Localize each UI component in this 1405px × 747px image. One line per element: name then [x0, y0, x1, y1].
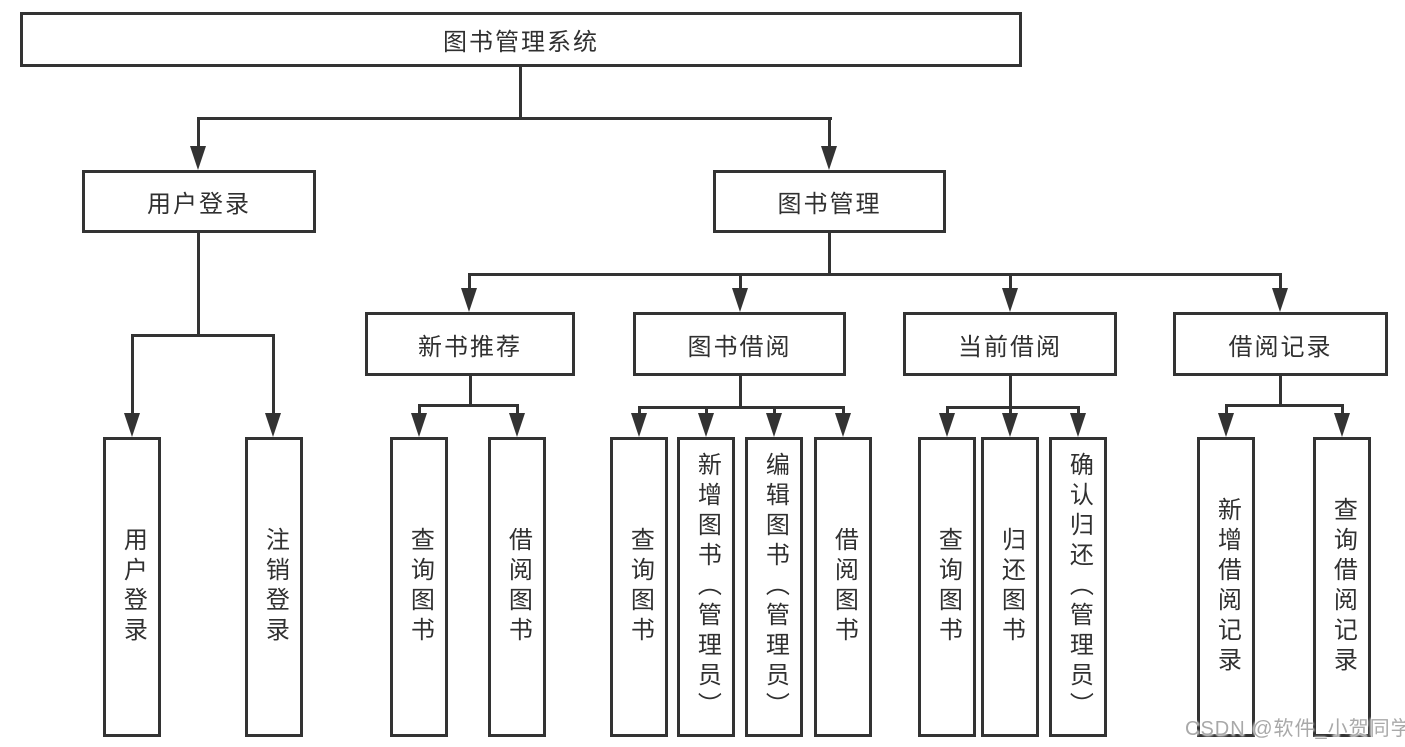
connector-line [468, 273, 471, 291]
connector-line [1009, 406, 1012, 416]
arrow-down-icon [1218, 413, 1234, 437]
arrow-down-icon [411, 413, 427, 437]
leaf-label: 新增图书（管理员） [693, 452, 721, 722]
leaf-label: 用户登录 [119, 527, 147, 647]
leaf-logout: 注销登录 [245, 437, 303, 737]
arrow-down-icon [698, 413, 714, 437]
leaf-confirm-return-admin: 确认归还（管理员） [1049, 437, 1107, 737]
node-root-label: 图书管理系统 [443, 29, 599, 56]
connector-line [469, 375, 472, 407]
arrow-down-icon [821, 146, 837, 170]
arrow-down-icon [1002, 413, 1018, 437]
leaf-label: 查询借阅记录 [1329, 497, 1357, 677]
leaf-label: 注销登录 [261, 527, 289, 647]
leaf-label: 新增借阅记录 [1213, 497, 1241, 677]
arrow-down-icon [509, 413, 525, 437]
leaf-return-books: 归还图书 [981, 437, 1039, 737]
node-book-borrowing-label: 图书借阅 [687, 333, 792, 361]
node-borrowing-records: 借阅记录 [1173, 312, 1388, 376]
node-current-borrowing-label: 当前借阅 [958, 333, 1062, 361]
connector-line [739, 273, 742, 291]
connector-line [131, 334, 134, 416]
connector-line [1225, 404, 1344, 407]
node-book-borrowing: 图书借阅 [633, 312, 846, 376]
leaf-query-borrow-record: 查询借阅记录 [1313, 437, 1371, 737]
arrow-down-icon [631, 413, 647, 437]
leaf-add-books-admin: 新增图书（管理员） [677, 437, 735, 737]
connector-line [1077, 406, 1080, 416]
connector-line [519, 66, 522, 120]
connector-line [1279, 375, 1282, 407]
leaf-user-login: 用户登录 [103, 437, 161, 737]
leaf-query-books-1: 查询图书 [390, 437, 448, 737]
leaf-label: 查询图书 [406, 527, 434, 647]
arrow-down-icon [124, 413, 140, 437]
connector-line [131, 334, 274, 337]
connector-line [946, 406, 1080, 409]
node-current-borrowing: 当前借阅 [903, 312, 1117, 376]
node-user-login-label: 用户登录 [147, 191, 251, 218]
connector-line [828, 117, 831, 150]
leaf-add-borrow-record: 新增借阅记录 [1197, 437, 1255, 737]
leaf-label: 确认归还（管理员） [1065, 452, 1093, 722]
arrow-down-icon [835, 413, 851, 437]
connector-line [468, 273, 1282, 276]
leaf-query-books-2: 查询图书 [610, 437, 668, 737]
connector-line [638, 406, 641, 416]
connector-line [1009, 273, 1012, 291]
leaf-label: 借阅图书 [830, 527, 858, 647]
leaf-query-books-3: 查询图书 [918, 437, 976, 737]
node-book-management: 图书管理 [713, 170, 946, 233]
arrow-down-icon [1070, 413, 1086, 437]
connector-line [418, 404, 421, 416]
arrow-down-icon [732, 288, 748, 312]
arrow-down-icon [1334, 413, 1350, 437]
connector-line [418, 404, 519, 407]
node-user-login: 用户登录 [82, 170, 316, 233]
leaf-edit-books-admin: 编辑图书（管理员） [745, 437, 803, 737]
arrow-down-icon [1272, 288, 1288, 312]
connector-line [842, 406, 845, 416]
leaf-label: 编辑图书（管理员） [761, 452, 789, 722]
connector-line [705, 406, 708, 416]
leaf-borrow-books-2: 借阅图书 [814, 437, 872, 737]
leaf-label: 查询图书 [934, 527, 962, 647]
arrow-down-icon [766, 413, 782, 437]
node-new-book-recommend-label: 新书推荐 [418, 333, 522, 361]
connector-line [773, 406, 776, 416]
connector-line [1341, 404, 1344, 416]
connector-line [197, 117, 200, 150]
leaf-label: 归还图书 [997, 527, 1025, 647]
connector-line [272, 334, 275, 416]
connector-line [946, 406, 949, 416]
leaf-label: 借阅图书 [504, 527, 532, 647]
connector-line [828, 232, 831, 276]
arrow-down-icon [190, 146, 206, 170]
connector-line [516, 404, 519, 416]
arrow-down-icon [939, 413, 955, 437]
arrow-down-icon [1002, 288, 1018, 312]
arrow-down-icon [461, 288, 477, 312]
node-book-management-label: 图书管理 [777, 191, 882, 218]
connector-line [638, 406, 845, 409]
node-borrowing-records-label: 借阅记录 [1228, 333, 1333, 361]
node-new-book-recommend: 新书推荐 [365, 312, 575, 376]
connector-line [197, 232, 200, 337]
leaf-label: 查询图书 [626, 527, 654, 647]
node-root-system: 图书管理系统 [20, 12, 1022, 67]
connector-line [1225, 404, 1228, 416]
connector-line [1009, 375, 1012, 409]
connector-line [197, 117, 832, 120]
leaf-borrow-books-1: 借阅图书 [488, 437, 546, 737]
connector-line [1279, 273, 1282, 291]
connector-line [739, 375, 742, 409]
csdn-watermark: CSDN @软件_小贺同学 [1185, 718, 1405, 740]
arrow-down-icon [265, 413, 281, 437]
